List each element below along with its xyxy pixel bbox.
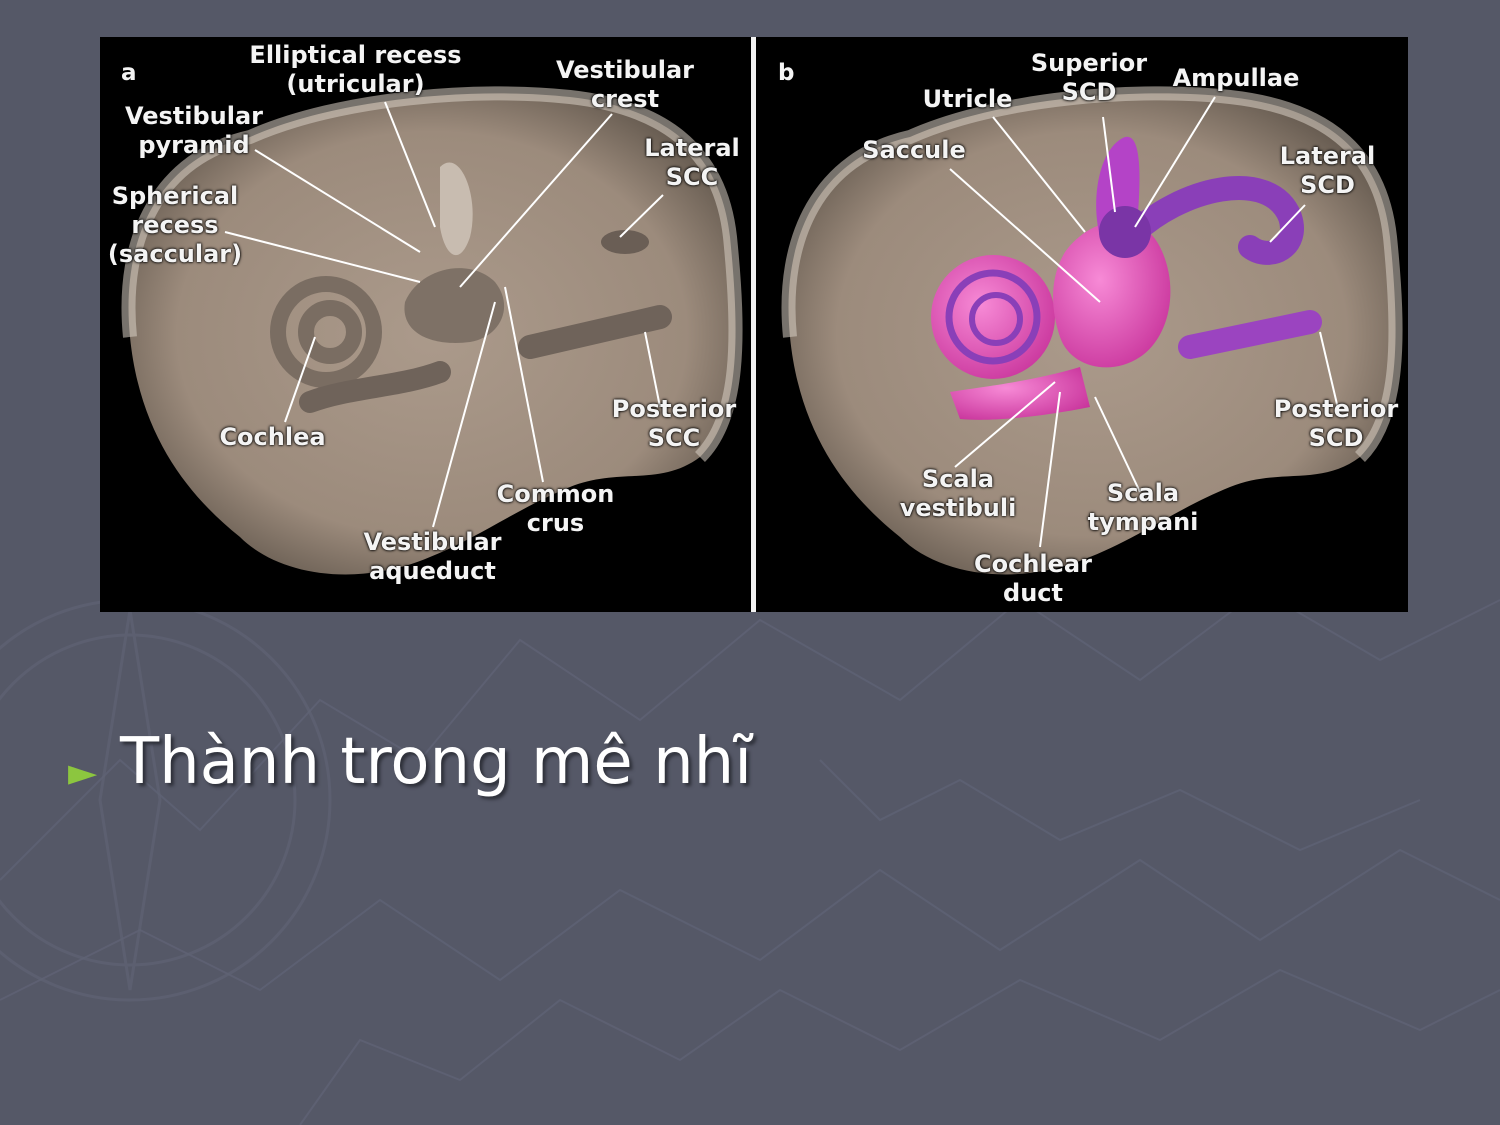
label-ampullae: Ampullae — [1172, 64, 1300, 92]
panel-a-vestibule-shape — [404, 268, 505, 343]
label-utricle: Utricle — [922, 85, 1013, 113]
triangle-right-icon: ► — [68, 750, 98, 794]
panel-a-leader-lines — [224, 101, 664, 528]
panel-b-ampulla-shape — [1099, 206, 1151, 258]
bullet-text: Thành trong mê nhĩ — [120, 725, 752, 799]
panel-b-saccule-utricle-shape — [1053, 221, 1171, 368]
label-elliptical-recess: Elliptical recess (utricular) — [249, 41, 462, 98]
panel-b: b Superior SCD Utricle Ampullae Saccule … — [760, 37, 1408, 612]
label-saccule: Saccule — [862, 136, 966, 164]
label-superior-scd: Superior SCD — [1030, 49, 1148, 106]
panel-divider — [748, 37, 760, 612]
inner-ear-figure: a Elliptical recess (utricular) Vestibul… — [100, 37, 1408, 612]
label-common-crus: Common crus — [496, 480, 615, 537]
panel-b-posterior-scd-shape — [1178, 310, 1322, 359]
label-cochlea: Cochlea — [219, 423, 326, 451]
panel-a-lower-canal-shape — [299, 361, 451, 413]
label-scala-vestibuli: Scala vestibuli — [899, 465, 1017, 522]
panel-a-cochlea-shape — [270, 276, 382, 388]
label-posterior-scd: Posterior SCD — [1273, 395, 1399, 452]
panel-a-lateral-scc-shape — [601, 230, 649, 254]
inner-ear-illustration — [121, 86, 1403, 575]
panel-a: a Elliptical recess (utricular) Vestibul… — [100, 37, 748, 612]
label-scala-tympani: Scala tympani — [1087, 479, 1199, 536]
label-vestibular-pyramid: Vestibular pyramid — [124, 102, 264, 159]
label-cochlear-duct: Cochlear duct — [974, 550, 1092, 607]
label-lateral-scd: Lateral SCD — [1279, 142, 1376, 199]
panel-b-cochlear-coil — [931, 255, 1055, 379]
panel-a-letter: a — [121, 60, 137, 86]
label-spherical-recess: Spherical recess (saccular) — [107, 182, 243, 268]
label-vestibular-aqueduct: Vestibular aqueduct — [363, 528, 502, 585]
label-posterior-scc: Posterior SCC — [611, 395, 737, 452]
panel-a-canal-shape — [440, 162, 473, 256]
panel-a-posterior-canal-shape — [518, 305, 672, 359]
panel-b-cochlear-duct-shape — [950, 367, 1090, 420]
panel-b-leader-lines — [949, 96, 1341, 548]
label-lateral-scc: Lateral SCC — [644, 134, 740, 191]
panel-b-lateral-scd-shape — [1118, 176, 1304, 265]
label-vestibular-crest: Vestibular crest — [555, 56, 695, 113]
panel-b-letter: b — [778, 60, 795, 86]
